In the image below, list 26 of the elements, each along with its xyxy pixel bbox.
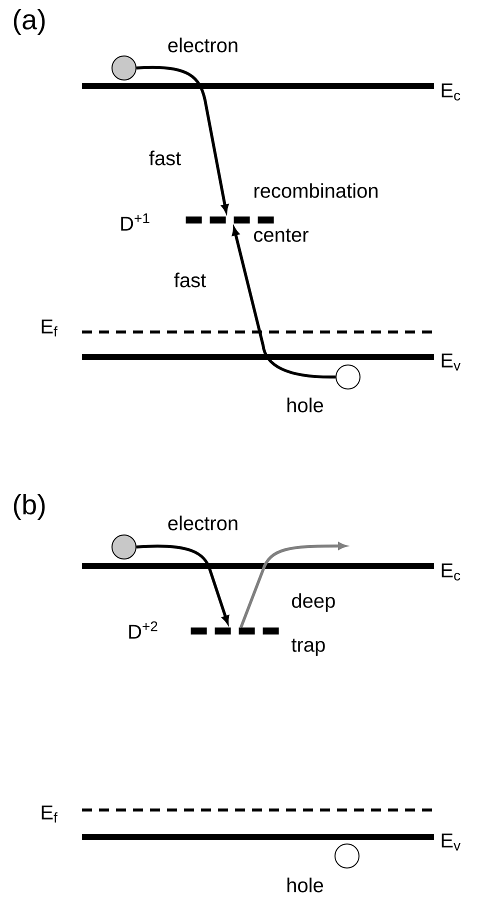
band-label: E$_{v}$ — [442, 834, 460, 850]
energy-level — [190, 628, 280, 634]
band-label: E$_{f}$ — [42, 320, 58, 336]
level-caption: deep trap — [292, 593, 335, 656]
band-label: E$_{c}$ — [442, 84, 460, 100]
carrier-label: D$^{+2}$ — [129, 621, 158, 639]
edge-label: fast — [148, 150, 182, 166]
band-label: E$_{v}$ — [442, 354, 460, 370]
edge-label: fast — [172, 272, 208, 288]
arrow — [136, 66, 229, 213]
carrier-circle — [336, 364, 360, 390]
energy-level — [186, 216, 274, 224]
carrier-label: electron — [168, 516, 238, 530]
carrier-circle — [112, 534, 136, 560]
carrier-label: D$^{+1}$ — [121, 213, 150, 231]
band-label: E$_{c}$ — [442, 564, 460, 581]
carrier-label: hole — [287, 398, 323, 412]
band-label: E$_{f}$ — [42, 806, 58, 822]
carrier-circle — [334, 844, 360, 868]
band-label: (b) — [14, 494, 45, 520]
carrier-label: hole — [287, 878, 323, 892]
carrier-circle — [112, 56, 136, 80]
band-label: (a) — [14, 8, 45, 36]
level-caption: recombination center — [254, 183, 378, 242]
carrier-label: electron — [168, 38, 238, 52]
arrow — [232, 227, 336, 378]
